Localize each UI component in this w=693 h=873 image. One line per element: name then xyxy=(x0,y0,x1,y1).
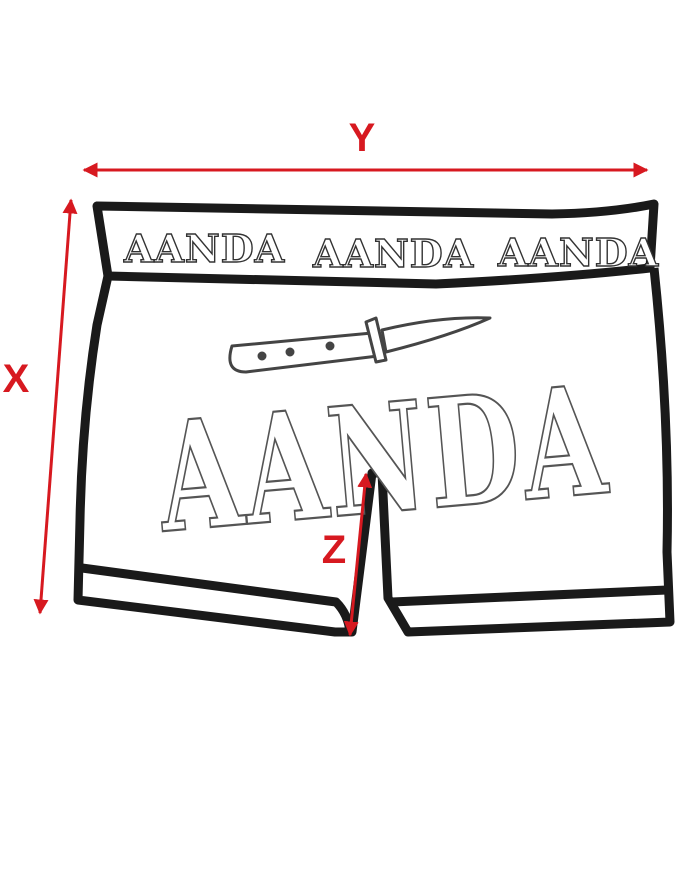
waistband-logo-center: AANDA xyxy=(312,231,474,276)
rise-label: Z xyxy=(322,528,346,572)
dimension-z: Z xyxy=(322,472,373,637)
waistband-logo-right: AANDA xyxy=(497,230,659,275)
dimension-x: X xyxy=(3,198,78,615)
height-arrow xyxy=(33,198,78,615)
waistband-logo-left: AANDA xyxy=(123,226,285,271)
knife-guard xyxy=(364,316,388,364)
shorts-body xyxy=(73,267,675,637)
knife-handle xyxy=(228,331,380,374)
waistband xyxy=(92,199,659,289)
height-label: X xyxy=(3,357,30,401)
dimension-y: Y xyxy=(82,116,649,178)
width-label: Y xyxy=(349,116,376,160)
knife-blade xyxy=(380,316,492,354)
knife-icon xyxy=(228,316,492,374)
rise-arrow xyxy=(343,472,373,637)
waistband-logos: AANDA AANDA AANDA xyxy=(122,225,659,276)
front-brand-logo: AANDA xyxy=(150,352,615,567)
right-leg-hem xyxy=(391,585,668,607)
left-leg-hem xyxy=(81,563,355,633)
